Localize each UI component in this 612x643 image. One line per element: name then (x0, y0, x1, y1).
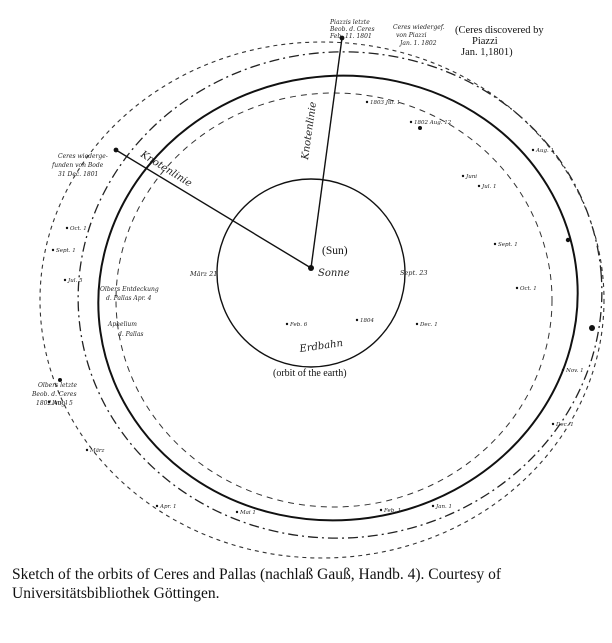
date-mark-label: Feb. 1 (383, 508, 401, 514)
date-mark-dot (285, 322, 289, 326)
date-mark-label: März (89, 448, 105, 454)
date-mark-label: Sept. 1 (498, 242, 518, 248)
date-mark-dot (477, 184, 481, 188)
date-mark-label: Jul. 1 (481, 184, 497, 190)
date-mark-label: Oct. 1 (70, 226, 87, 232)
pallas-note-line2: d. Pallas Apr. 4 (106, 295, 152, 302)
ceres-wieder-note-line1: Ceres wiedergef. (393, 24, 445, 31)
date-mark-dot (531, 148, 535, 152)
orbit-sketch-diagram: (Ceres discovered by Piazzi Jan. 1,1801)… (31, 19, 605, 559)
inner-orbit-dashed (115, 92, 553, 508)
ceres-obs-note-line1: Ceres wiederge- (58, 153, 108, 160)
sun-marker (308, 265, 314, 271)
position-marker (565, 237, 571, 243)
piazzi-note-line3: Feb. 11. 1801 (329, 33, 372, 40)
ceres-orbit (97, 74, 579, 522)
march-label: März 21 (189, 270, 217, 278)
erdbahn-label: Erdbahn (298, 338, 344, 355)
figure-caption: Sketch of the orbits of Ceres and Pallas… (12, 566, 501, 602)
aphel-note-line1: Aphelium (107, 321, 137, 328)
position-marker (589, 325, 595, 331)
date-mark-dot (431, 504, 435, 508)
date-mark-label: Dec. 1 (419, 322, 438, 328)
date-mark-label: Aug. 1 (535, 148, 554, 154)
piazzi-note-line2: Beob. d. Ceres (329, 26, 375, 33)
pallas-note-line1: Olbers Entdeckung (100, 286, 159, 293)
date-mark-dot (461, 174, 465, 178)
ceres-discovered-note-line1: (Ceres discovered by (455, 25, 544, 36)
date-mark-label: Juni (465, 174, 477, 180)
date-mark-label: Sept. 1 (56, 248, 76, 254)
olbers-ceres-note-line2: Beob. d. Ceres (31, 391, 77, 398)
date-mark-dot (65, 226, 69, 230)
date-mark-label: Dec. 1 (555, 422, 574, 428)
date-mark-dot (415, 322, 419, 326)
date-mark-dot (493, 242, 497, 246)
ceres-discovered-note-line3: Jan. 1,1801) (461, 47, 513, 58)
date-mark-dot (365, 100, 369, 104)
olbers-ceres-note-line1: Olbers letzte (38, 382, 78, 389)
date-mark-label: 1803 Jul. 1 (370, 100, 400, 106)
date-mark-dot (561, 368, 565, 372)
date-mark-label: Jul. 5 (67, 278, 83, 284)
earth-orbit-note: (orbit of the earth) (273, 368, 347, 379)
earth-orbit (216, 178, 406, 368)
olbers-ceres-note-line3: 1802 Aug. 5 (36, 400, 73, 407)
date-mark-dot (155, 504, 159, 508)
date-mark-label: Oct. 1 (520, 286, 537, 292)
node-line-b (115, 149, 312, 269)
position-marker (58, 378, 62, 382)
date-mark-label: Mai 1 (239, 510, 256, 516)
date-mark-dot (85, 448, 89, 452)
piazzi-note-line1: Piazzis letzte (329, 19, 370, 26)
ceres-discovered-note-line2: Piazzi (472, 36, 498, 47)
date-mark-label: Jan. 1 (435, 504, 452, 510)
date-mark-dot (515, 286, 519, 290)
node-line-a (310, 37, 343, 269)
date-mark-label: Nov. 1 (565, 368, 584, 374)
date-mark-label: Juni 1 (51, 400, 68, 406)
sonne-label: Sonne (318, 268, 350, 279)
date-mark-label: Feb. 6 (289, 322, 308, 328)
date-mark-label: 1802 Aug. 12 (414, 120, 452, 126)
pallas-orbit (77, 51, 603, 539)
date-mark-dot (47, 400, 51, 404)
date-mark-dot (379, 508, 383, 512)
date-mark-dot (355, 318, 359, 322)
date-mark-label: Apr. 1 (159, 504, 177, 510)
date-mark-label: 1804 (360, 318, 374, 324)
date-mark-dot (63, 278, 67, 282)
outer-orbit-dotted (39, 41, 605, 559)
knotenlinie-label-a: Knotenlinie (300, 101, 319, 161)
aphel-note-line2: d. Pallas (118, 331, 144, 338)
position-marker (418, 126, 422, 130)
ceres-wieder-note-line2: von Piazzi (396, 32, 427, 39)
sun-note: (Sun) (322, 245, 348, 257)
date-mark-dot (51, 248, 55, 252)
sept-label: Sept. 23 (400, 269, 427, 277)
ceres-wieder-note-line3: Jan. 1. 1802 (398, 40, 437, 47)
position-marker (339, 35, 345, 41)
date-mark-dot (235, 510, 239, 514)
ceres-obs-note-line2: funden von Bode (51, 162, 104, 169)
date-mark-dot (551, 422, 555, 426)
ceres-obs-note-line3: 31 Dec. 1801 (58, 171, 98, 178)
date-mark-dot (409, 120, 413, 124)
position-marker (113, 147, 119, 153)
